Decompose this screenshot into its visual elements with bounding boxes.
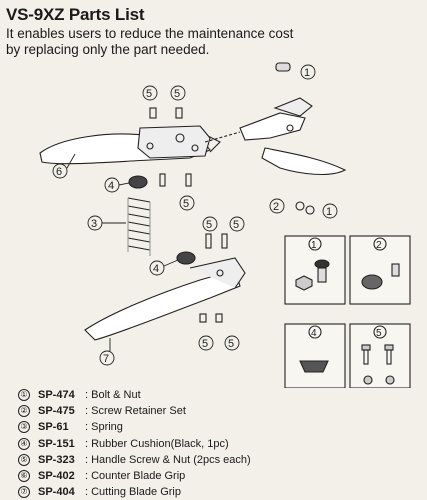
part-description: : Screw Retainer Set — [85, 405, 186, 418]
svg-text:1: 1 — [304, 67, 310, 79]
svg-text:5: 5 — [183, 198, 189, 210]
callouts: 6 4 3 4 7 1 1 2 5 5 5 5 5 5 5 — [52, 64, 338, 366]
svg-text:4: 4 — [153, 263, 159, 275]
rubber-cushion — [128, 175, 196, 265]
callout-4: 4 — [104, 177, 130, 193]
svg-text:1: 1 — [311, 240, 317, 251]
svg-text:7: 7 — [103, 353, 109, 365]
svg-text:5: 5 — [233, 219, 239, 231]
callout-6: 6 — [52, 153, 76, 179]
callout-5e: 5 — [229, 216, 245, 232]
parts-row: ③ SP-61 : Spring — [18, 419, 251, 435]
parts-row: ② SP-475 : Screw Retainer Set — [18, 403, 251, 419]
subtitle-line-2: by replacing only the part needed. — [6, 42, 210, 57]
svg-text:5: 5 — [376, 328, 382, 339]
part-description: : Spring — [85, 421, 123, 434]
svg-text:5: 5 — [202, 338, 208, 350]
parts-row: ⑦ SP-404 : Cutting Blade Grip — [18, 484, 251, 500]
part-code: SP-323 — [38, 453, 75, 466]
svg-text:1: 1 — [326, 206, 332, 218]
part-code: SP-474 — [38, 389, 75, 401]
callout-5b: 5 — [170, 85, 186, 101]
part-code: SP-404 — [38, 486, 75, 499]
handle-screws — [149, 62, 315, 323]
detail-box-1: 1 — [284, 235, 346, 305]
part-number-badge: ① — [18, 389, 30, 402]
cutting-blade-grip — [84, 257, 246, 341]
part-number-badge: ③ — [18, 421, 30, 434]
subtitle-line-1: It enables users to reduce the maintenan… — [6, 26, 294, 41]
spring — [127, 197, 151, 256]
parts-row: ① SP-474 : Bolt & Nut — [18, 387, 251, 403]
callout-1: 1 — [300, 64, 316, 80]
svg-text:5: 5 — [206, 219, 212, 231]
svg-text:5: 5 — [146, 88, 152, 100]
svg-text:2: 2 — [273, 201, 279, 213]
callout-5c: 5 — [179, 195, 195, 211]
part-description: : Cutting Blade Grip — [85, 486, 181, 499]
upper-body — [137, 125, 211, 159]
part-code: SP-61 — [38, 421, 69, 434]
svg-text:2: 2 — [376, 240, 382, 251]
detail-box-2: 2 — [349, 235, 411, 305]
part-description: : Bolt & Nut — [85, 389, 141, 401]
svg-text:4: 4 — [108, 180, 114, 192]
part-code: SP-402 — [38, 469, 75, 482]
detail-box-5: 5 — [349, 323, 411, 388]
svg-text:5: 5 — [174, 88, 180, 100]
part-number-badge: ⑥ — [18, 470, 30, 483]
part-number-badge: ⑤ — [18, 453, 30, 466]
part-code: SP-475 — [38, 405, 75, 418]
parts-list: ① SP-474 : Bolt & Nut ② SP-475 : Screw Retai… — [18, 387, 251, 500]
part-description: : Counter Blade Grip — [85, 469, 186, 482]
parts-row: ④ SP-151 : Rubber Cushion(Black, 1pc) — [18, 436, 251, 452]
part-code: SP-151 — [38, 437, 75, 450]
callout-5a: 5 — [142, 85, 158, 101]
callout-5g: 5 — [224, 335, 240, 351]
part-number-badge: ⑦ — [18, 486, 30, 499]
part-description: : Rubber Cushion(Black, 1pc) — [85, 437, 229, 450]
callout-3: 3 — [87, 215, 126, 231]
svg-text:6: 6 — [56, 166, 62, 178]
part-description: : Handle Screw & Nut (2pcs each) — [85, 453, 251, 466]
detail-box-4: 4 — [284, 323, 346, 388]
part-number-badge: ④ — [18, 437, 30, 450]
callout-4b: 4 — [149, 259, 179, 276]
callout-5d: 5 — [202, 216, 218, 232]
callout-5f: 5 — [198, 335, 214, 351]
callout-2: 2 — [269, 198, 285, 214]
svg-text:3: 3 — [91, 218, 97, 230]
callout-1b: 1 — [322, 203, 338, 219]
svg-text:5: 5 — [228, 338, 234, 350]
blade-assembly — [204, 97, 347, 175]
svg-text:4: 4 — [311, 328, 317, 339]
page-title: VS-9XZ Parts List — [6, 5, 145, 24]
parts-row: ⑥ SP-402 : Counter Blade Grip — [18, 468, 251, 484]
exploded-parts-diagram: 6 4 3 4 7 1 1 2 5 5 5 5 5 5 5 1 2 4 5 — [39, 62, 411, 388]
callout-7: 7 — [99, 338, 115, 366]
part-number-badge: ② — [18, 405, 30, 418]
parts-row: ⑤ SP-323 : Handle Screw & Nut (2pcs each) — [18, 452, 251, 468]
